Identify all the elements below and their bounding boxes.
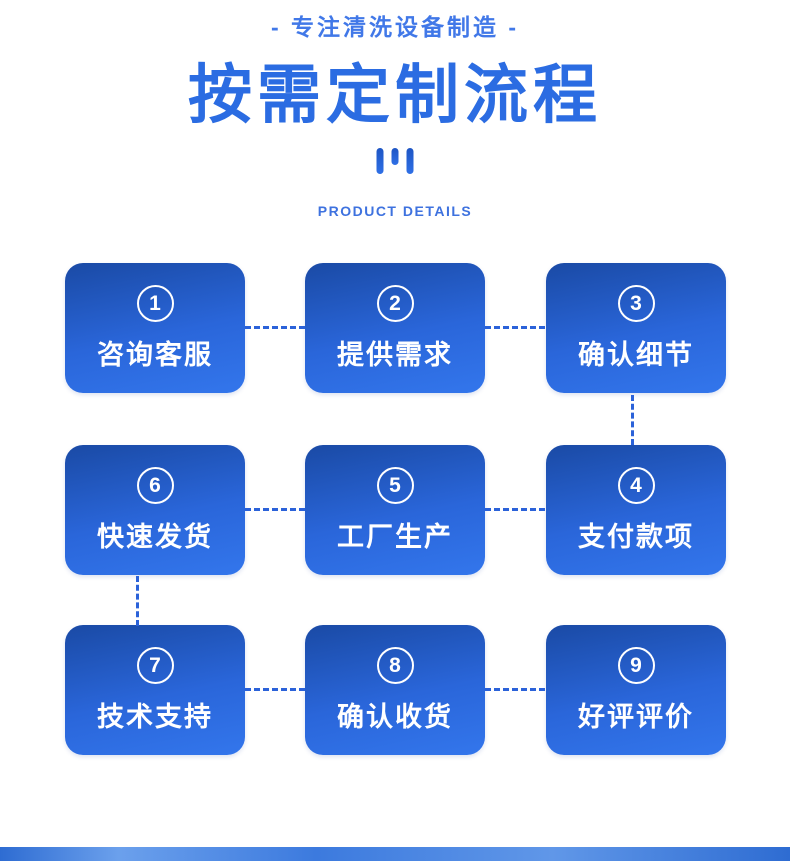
step-number-badge: 8 xyxy=(376,646,414,684)
connector-2-3 xyxy=(485,326,545,329)
step-box-4: 4 支付款项 xyxy=(546,445,726,575)
step-box-7: 7 技术支持 xyxy=(65,625,245,755)
connector-3-4 xyxy=(631,395,634,445)
step-label: 支付款项 xyxy=(578,521,694,552)
connector-8-9 xyxy=(485,688,545,691)
page-title: 按需定制流程 xyxy=(188,59,602,131)
step-box-6: 6 快速发货 xyxy=(65,445,245,575)
step-number-badge: 7 xyxy=(136,646,174,684)
step-label: 确认细节 xyxy=(578,339,694,370)
bar-right xyxy=(406,148,414,174)
step-label: 提供需求 xyxy=(337,339,453,370)
step-label: 工厂生产 xyxy=(337,521,453,552)
connector-5-6 xyxy=(245,508,305,511)
step-label: 咨询客服 xyxy=(97,339,213,370)
step-label: 快速发货 xyxy=(97,521,213,552)
step-number-badge: 4 xyxy=(617,466,655,504)
step-number-badge: 3 xyxy=(617,284,655,322)
step-label: 好评评价 xyxy=(578,701,694,732)
step-number-badge: 2 xyxy=(376,284,414,322)
three-bars-icon xyxy=(376,148,414,174)
bar-middle xyxy=(391,148,399,165)
bottom-accent-bar xyxy=(0,847,790,861)
step-number-badge: 9 xyxy=(617,646,655,684)
step-box-1: 1 咨询客服 xyxy=(65,263,245,393)
step-box-2: 2 提供需求 xyxy=(305,263,485,393)
step-box-5: 5 工厂生产 xyxy=(305,445,485,575)
step-label: 技术支持 xyxy=(97,701,213,732)
step-number-badge: 1 xyxy=(136,284,174,322)
brand-tagline: - 专注清洗设备制造 - xyxy=(270,14,520,40)
step-box-9: 9 好评评价 xyxy=(546,625,726,755)
step-box-8: 8 确认收货 xyxy=(305,625,485,755)
connector-4-5 xyxy=(485,508,545,511)
step-number-badge: 5 xyxy=(376,466,414,504)
bar-left xyxy=(376,148,384,174)
step-number-badge: 6 xyxy=(136,466,174,504)
connector-1-2 xyxy=(245,326,305,329)
connector-7-8 xyxy=(245,688,305,691)
step-box-3: 3 确认细节 xyxy=(546,263,726,393)
connector-6-7 xyxy=(136,576,139,626)
section-subtitle: PRODUCT DETAILS xyxy=(317,203,473,219)
step-label: 确认收货 xyxy=(337,701,453,732)
